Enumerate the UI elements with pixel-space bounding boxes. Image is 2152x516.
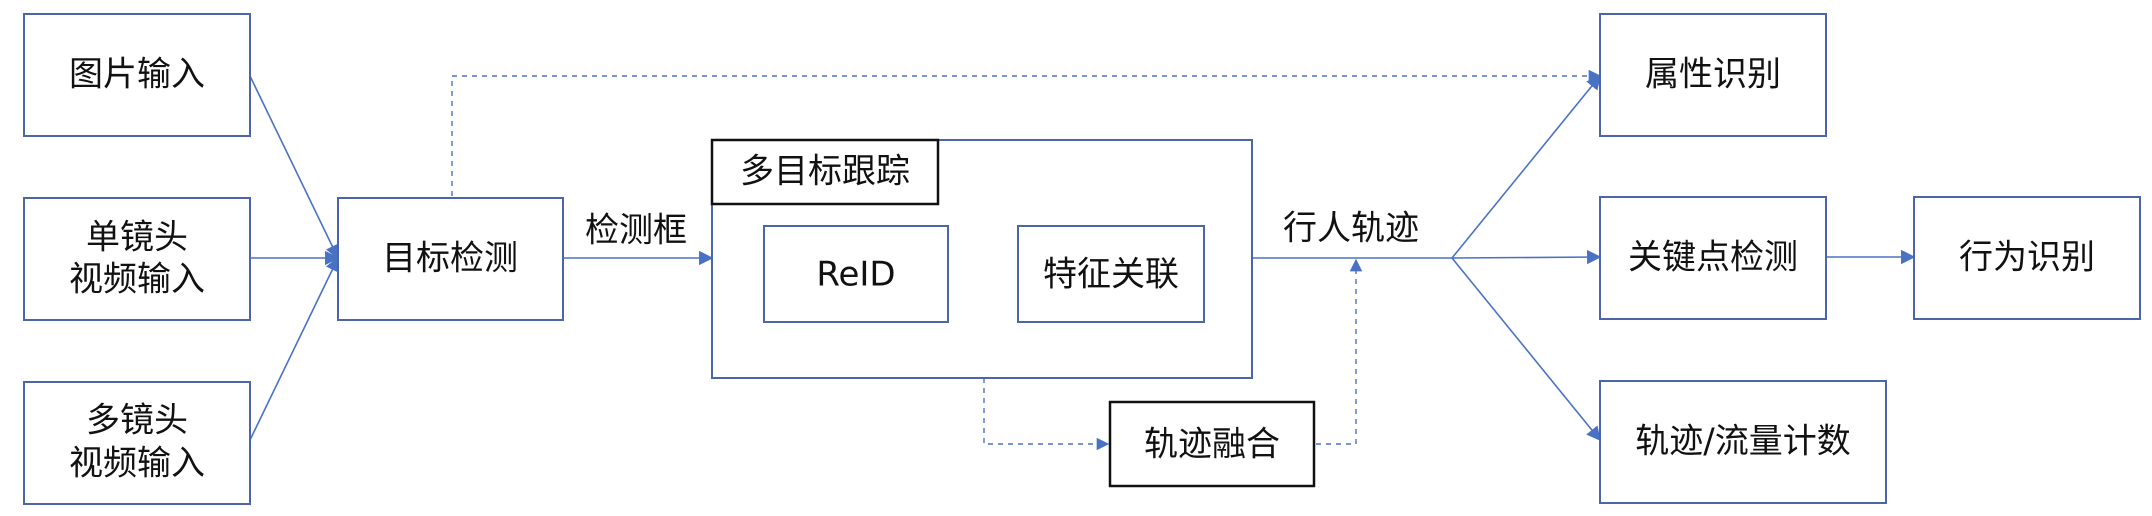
edge-fusion-to-trajectory: [1316, 258, 1363, 445]
attribute-recognition-label: 属性识别: [1645, 55, 1781, 95]
edge-branch-to-attribute: [1451, 74, 1601, 259]
feature-association-label: 特征关联: [1043, 255, 1179, 295]
object-detection-node: 目标检测: [337, 197, 564, 321]
reid-label: ReID: [816, 255, 895, 295]
trajectory-fusion-label: 轨迹融合: [1144, 425, 1280, 465]
image-input-node: 图片输入: [23, 13, 251, 137]
action-recognition-label: 行为识别: [1959, 238, 2095, 278]
edge-multi-to-detection: [249, 256, 339, 441]
pedestrian-trajectory-label: 行人轨迹: [1283, 209, 1419, 249]
keypoint-detection-label: 关键点检测: [1628, 238, 1798, 278]
action-recognition-node: 行为识别: [1913, 196, 2141, 320]
trajectory-flow-count-label: 轨迹/流量计数: [1635, 422, 1850, 462]
edge-image-to-detection: [249, 75, 339, 260]
multi-camera-input-node: 多镜头 视频输入: [23, 381, 251, 505]
multi-camera-label-line2: 视频输入: [69, 444, 205, 484]
mot-title: 多目标跟踪: [740, 152, 910, 192]
edge-branch-to-keypoint: [1451, 249, 1602, 265]
multi-camera-label-line1: 多镜头: [86, 401, 188, 441]
edge-branch-to-count: [1451, 257, 1601, 442]
trajectory-flow-count-node: 轨迹/流量计数: [1599, 380, 1887, 504]
edges: [249, 69, 1916, 451]
single-camera-input-node: 单镜头 视频输入: [23, 197, 251, 321]
single-camera-label-line1: 单镜头: [86, 218, 188, 258]
single-camera-label-line2: 视频输入: [69, 260, 205, 300]
object-detection-label: 目标检测: [382, 239, 518, 279]
edge-detection-to-attribute: [451, 69, 1602, 196]
edge-mot-to-fusion: [983, 378, 1110, 451]
keypoint-detection-node: 关键点检测: [1599, 196, 1827, 320]
attribute-recognition-node: 属性识别: [1599, 13, 1827, 137]
image-input-label: 图片输入: [69, 55, 205, 95]
trajectory-fusion-node: 轨迹融合: [1108, 400, 1316, 488]
mot-group: 多目标跟踪 ReID 特征关联: [710, 138, 1253, 379]
detection-boxes-label: 检测框: [585, 211, 687, 251]
